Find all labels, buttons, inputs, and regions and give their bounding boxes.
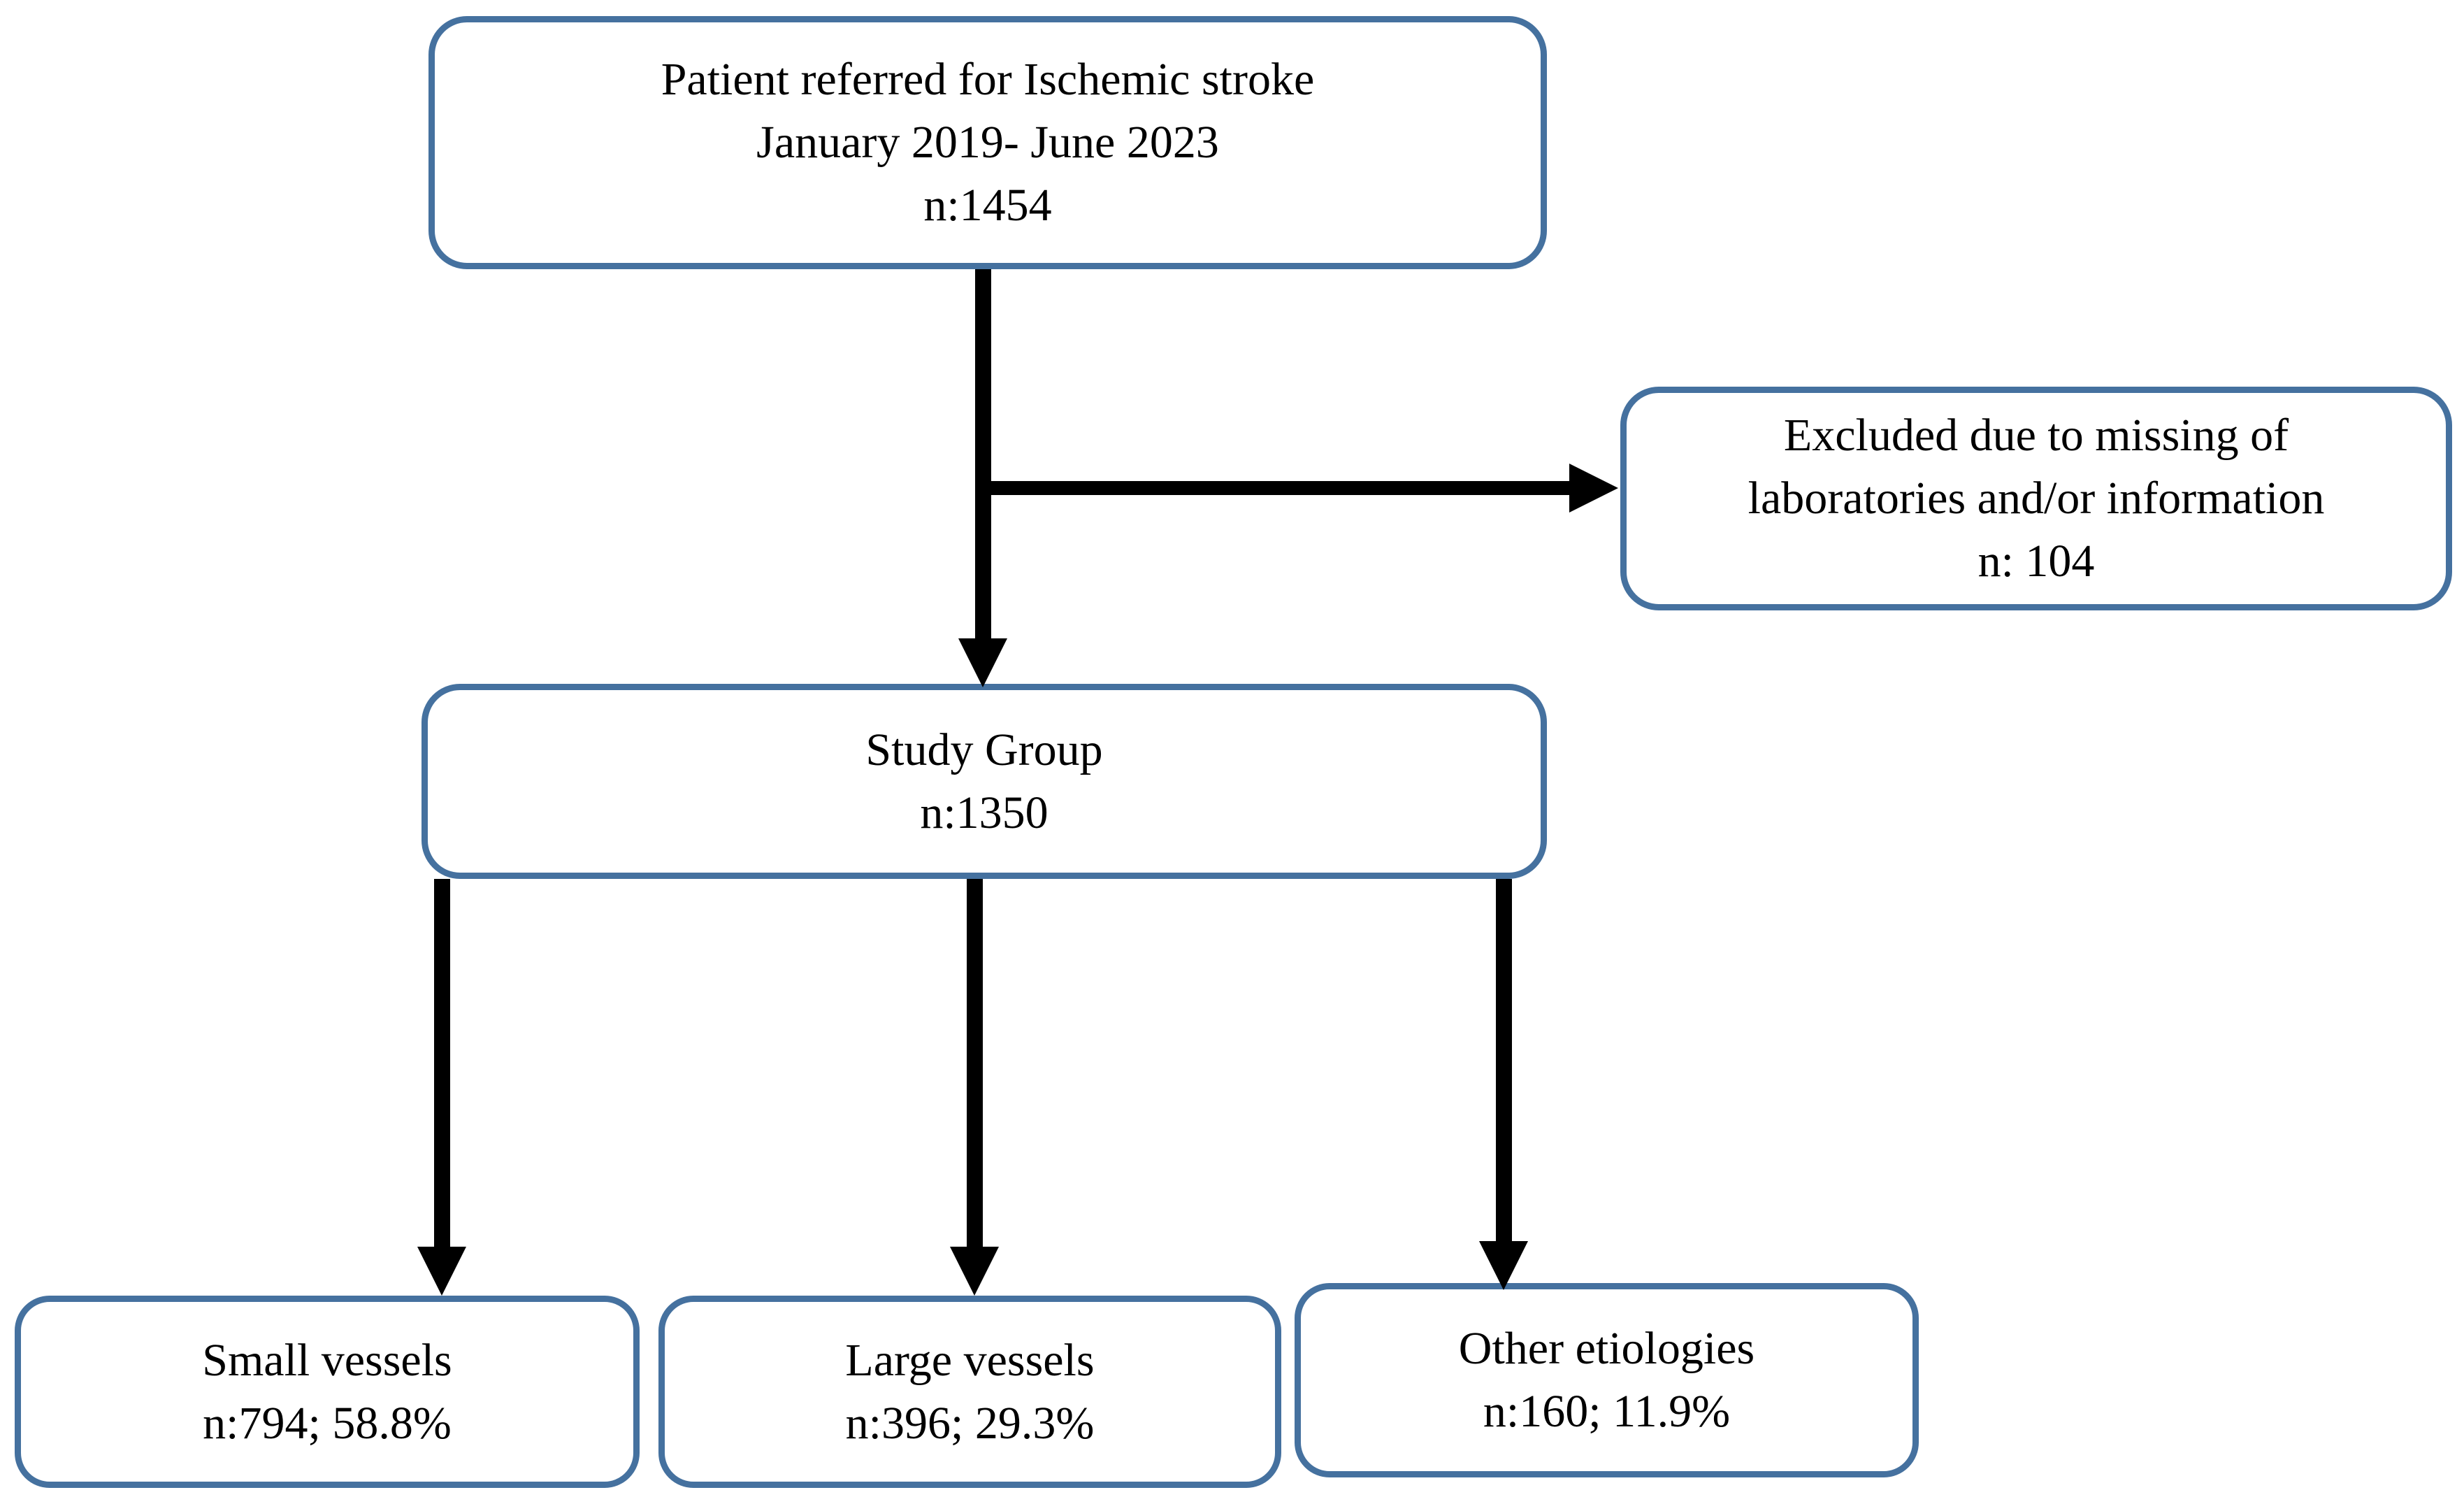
box-excluded-line2: laboratories and/or information [1748,473,2325,524]
box-patient-referred-line1: Patient referred for Ischemic stroke [661,54,1315,105]
box-patient-referred-line2: January 2019- June 2023 [756,117,1219,168]
arrow-referral-to-study-shaft [975,269,991,638]
box-study-group: Study Group n:1350 [422,684,1547,879]
box-other-etiologies: Other etiologies n:160; 11.9% [1295,1283,1919,1477]
box-excluded-line3: n: 104 [1977,536,2095,587]
box-small-vessels-line1: Small vessels [202,1334,452,1386]
arrow-down-icon [958,638,1007,687]
arrow-study-to-small-vessels-shaft [434,879,450,1247]
arrow-down-icon [950,1247,999,1296]
arrow-branch-to-excluded-shaft [990,481,1569,495]
arrow-study-to-large-vessels-shaft [967,879,983,1247]
arrow-right-icon [1569,464,1618,513]
box-other-etiologies-line1: Other etiologies [1458,1323,1755,1374]
box-small-vessels: Small vessels n:794; 58.8% [15,1296,640,1488]
arrow-down-icon [1479,1241,1528,1290]
box-small-vessels-line2: n:794; 58.8% [203,1397,452,1449]
box-patient-referred-line3: n:1454 [923,180,1052,231]
box-patient-referred: Patient referred for Ischemic stroke Jan… [428,16,1547,269]
arrow-down-icon [417,1247,466,1296]
box-large-vessels-line1: Large vessels [845,1334,1095,1386]
box-study-group-line2: n:1350 [920,787,1049,838]
box-excluded: Excluded due to missing of laboratories … [1620,387,2452,610]
box-study-group-line1: Study Group [865,724,1103,775]
arrow-study-to-other-etiologies-shaft [1496,879,1512,1241]
box-large-vessels-line2: n:396; 29.3% [845,1397,1095,1449]
box-excluded-line1: Excluded due to missing of [1783,410,2289,461]
box-large-vessels: Large vessels n:396; 29.3% [658,1296,1281,1488]
box-other-etiologies-line2: n:160; 11.9% [1483,1386,1731,1437]
